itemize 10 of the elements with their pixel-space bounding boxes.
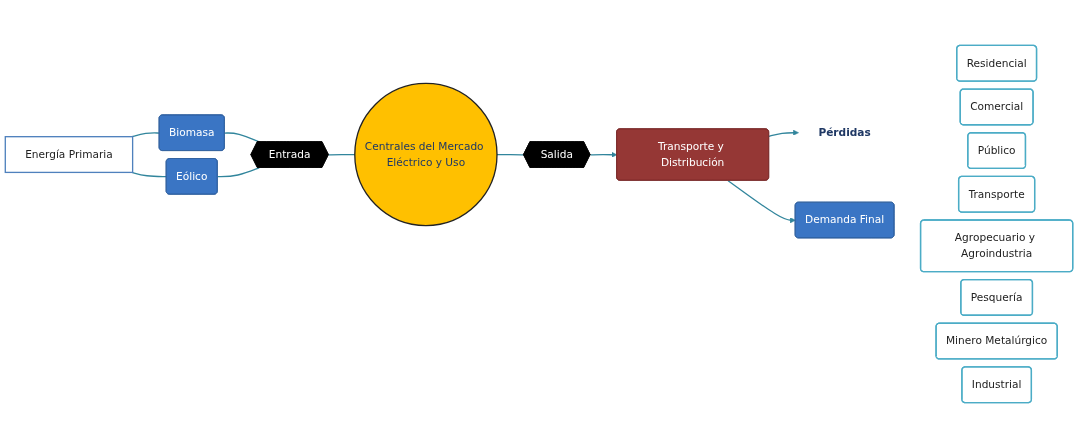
connector: [131, 171, 168, 178]
arrow: [589, 151, 618, 158]
node-box: Energía Primaria: [4, 136, 134, 174]
arrow: [768, 129, 799, 137]
connector: [224, 132, 260, 143]
node-circle: Centrales del Mercado Eléctrico y Uso: [354, 82, 498, 227]
node-text: Pérdidas: [818, 126, 871, 139]
connector: [131, 132, 161, 138]
arrow: [727, 180, 796, 224]
connector: [217, 167, 260, 178]
